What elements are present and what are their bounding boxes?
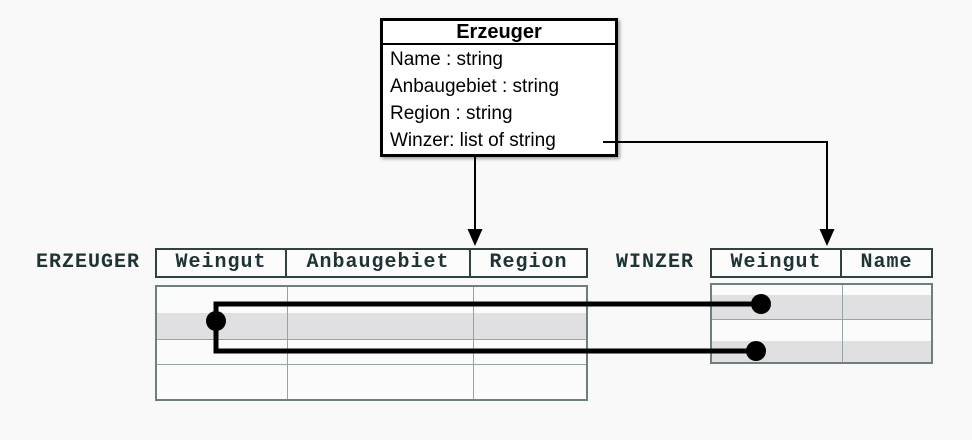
erzeuger-header-cell-anbaugebiet: Anbaugebiet [287, 250, 471, 276]
class-attribute-name: Name : string [390, 49, 503, 70]
table-row [712, 285, 931, 295]
erzeuger-table-body [155, 285, 588, 401]
class-attribute-winzer: Winzer: list of string [390, 130, 556, 151]
winzer-header-cell-name: Name [860, 251, 913, 274]
table-row [157, 287, 586, 313]
erzeuger-header-cell-weingut: Weingut [157, 250, 287, 276]
winzer-table-body [710, 283, 933, 364]
column-separator [287, 287, 288, 399]
arrowhead-down-icon [467, 229, 483, 246]
winzer-table-header: Weingut Name [710, 248, 933, 278]
winzer-table-label: WINZER [616, 251, 695, 274]
class-attribute-region: Region : string [390, 103, 513, 124]
column-separator [473, 287, 474, 399]
uml-class-box-erzeuger: Erzeuger Name : string Anbaugebiet : str… [380, 18, 618, 157]
table-row [712, 341, 931, 362]
class-title: Erzeuger [383, 21, 615, 45]
class-attribute-list: Name : string Anbaugebiet : string Regio… [383, 45, 615, 154]
arrowhead-down-icon [819, 229, 835, 246]
erzeuger-header-cell-region: Region [489, 251, 568, 274]
column-separator [842, 285, 843, 362]
class-attribute-anbaugebiet: Anbaugebiet : string [390, 76, 560, 97]
table-row [157, 364, 586, 399]
table-row [712, 295, 931, 319]
erzeuger-table-header: Weingut Anbaugebiet Region [155, 248, 588, 278]
table-row [712, 319, 931, 341]
erzeuger-table-label: ERZEUGER [36, 251, 141, 274]
winzer-header-cell-weingut: Weingut [712, 250, 842, 276]
table-row [157, 339, 586, 364]
table-row [157, 313, 586, 339]
mapping-arrow-winzer [603, 141, 828, 230]
